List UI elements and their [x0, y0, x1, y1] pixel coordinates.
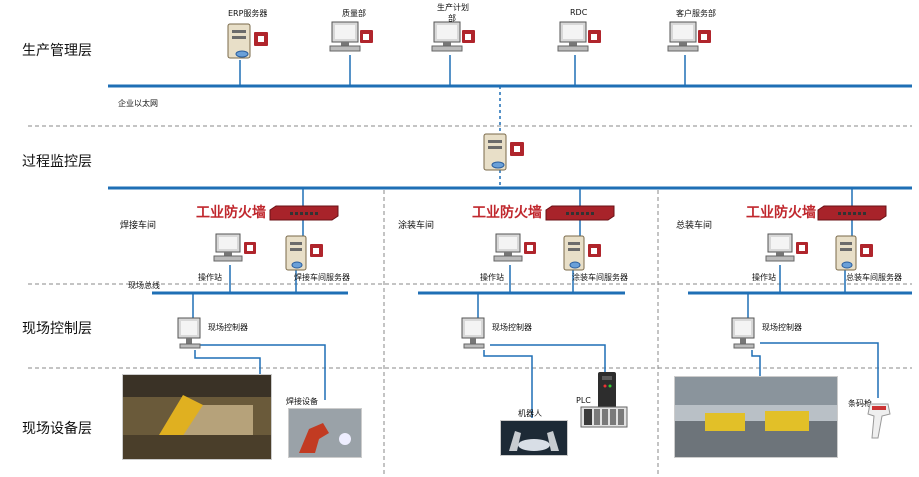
server-icon: [285, 235, 323, 271]
workstation-icon: [557, 21, 601, 52]
ws2-controller-to-robot: [483, 350, 533, 418]
ethernet-label: 企业以太网: [118, 99, 158, 108]
controller-label: 现场控制器: [208, 323, 248, 332]
station-label: 操作站: [198, 273, 222, 282]
firewall-label: 工业防火墙: [472, 205, 542, 221]
workstation-icon: [667, 21, 711, 52]
robot-photo: [500, 420, 568, 456]
controller-icon: [461, 317, 485, 349]
workstation-icon: [431, 21, 475, 52]
workstation-icon: [765, 233, 808, 262]
ws3-controller-to-scanner: [760, 342, 879, 398]
layer-label-field-control: 现场控制层: [22, 321, 92, 337]
station-label: 操作站: [752, 273, 776, 282]
welding-equipment-photo: [288, 408, 362, 458]
plan-label: 生产计划 部: [437, 2, 469, 24]
controller-label: 现场控制器: [492, 323, 532, 332]
layer-label-production: 生产管理层: [22, 43, 92, 59]
server-icon: [835, 235, 873, 271]
layer-label-field-device: 现场设备层: [22, 421, 92, 437]
erp-label: ERP服务器: [228, 9, 268, 18]
server-icon: [483, 133, 524, 171]
firewall-label: 工业防火墙: [196, 205, 266, 221]
quality-label: 质量部: [342, 9, 366, 18]
firewall-icon: [545, 205, 615, 221]
workshop-name: 总装车间: [676, 221, 713, 231]
server-icon: [563, 235, 601, 271]
device-label: 焊接设备: [286, 397, 318, 406]
fieldbus-label: 现场总线: [128, 281, 160, 290]
workshop-name: 涂装车间: [398, 221, 435, 231]
workshop-name: 焊接车间: [120, 221, 157, 231]
ws2-controller-to-plc: [490, 344, 606, 372]
welding-line-photo: [122, 374, 272, 460]
workstation-icon: [493, 233, 536, 262]
controller-icon: [177, 317, 201, 349]
station-label: 操作站: [480, 273, 504, 282]
layer-label-process: 过程监控层: [22, 154, 92, 170]
customer-label: 客户服务部: [676, 9, 716, 18]
workstation-icon: [329, 21, 373, 52]
server-label: 涂装车间服务器: [572, 273, 628, 282]
plc-module-icon: [598, 372, 616, 408]
controller-icon: [731, 317, 755, 349]
rdc-label: RDC: [570, 8, 588, 17]
barcode-scanner-icon: [867, 403, 891, 439]
ws3-controller-to-photo: [751, 350, 761, 378]
server-label: 焊接车间服务器: [294, 273, 350, 282]
firewall-icon: [817, 205, 887, 221]
plc-rack-icon: [580, 406, 628, 428]
firewall-icon: [269, 205, 339, 221]
server-label: 总装车间服务器: [846, 273, 902, 282]
firewall-label: 工业防火墙: [746, 205, 816, 221]
assembly-line-photo: [674, 376, 838, 458]
workstation-icon: [213, 233, 256, 262]
plan-label-line2: 部: [448, 14, 456, 23]
plan-label-line1: 生产计划: [437, 3, 469, 12]
server-icon: [227, 23, 268, 59]
controller-label: 现场控制器: [762, 323, 802, 332]
device-label: 机器人: [518, 409, 542, 418]
ws1-controller-to-photo: [200, 344, 326, 400]
device-label: PLC: [576, 396, 591, 405]
device-label: 条码枪: [848, 399, 872, 408]
